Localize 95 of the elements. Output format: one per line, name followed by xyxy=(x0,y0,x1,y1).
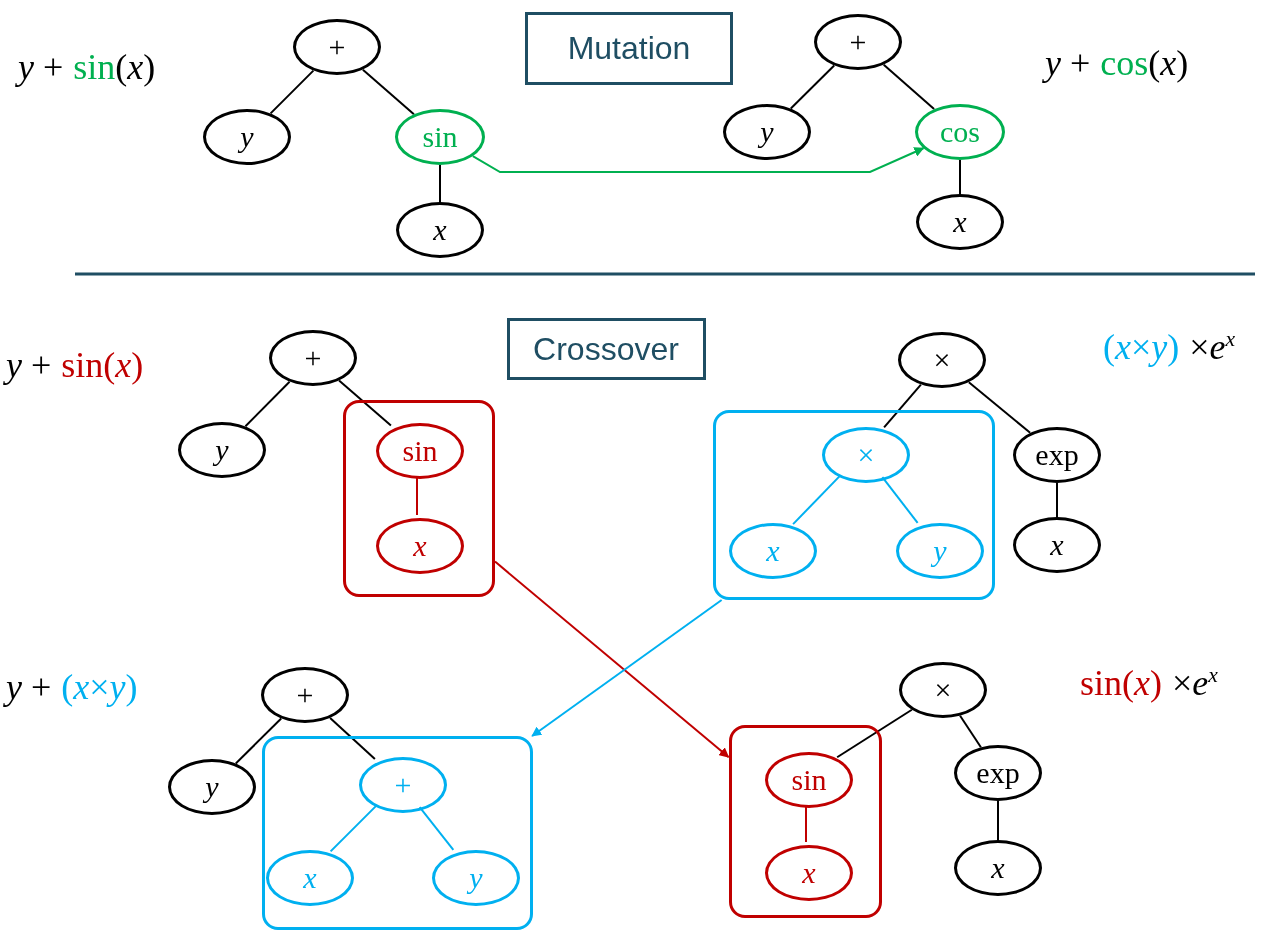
tree-branch-line xyxy=(361,68,415,116)
tree-node-ellipse xyxy=(168,759,256,815)
arrow xyxy=(494,560,730,758)
formula-text: (x×y) xyxy=(61,668,138,708)
tree-branch-line xyxy=(269,69,315,115)
formula-text: ×e$^{x}$ xyxy=(1172,664,1218,704)
node-label: exp xyxy=(976,758,1020,788)
title-box xyxy=(525,11,733,85)
tree-node-ellipse xyxy=(765,752,853,808)
tree-branch-line xyxy=(836,708,913,759)
node-label: y xyxy=(469,863,483,893)
tree-node-ellipse xyxy=(1013,517,1101,573)
node-label: × xyxy=(933,345,951,375)
tree-branch-line xyxy=(338,379,392,427)
node-label: x xyxy=(303,863,317,893)
node-label: x xyxy=(433,215,447,245)
tree-node-ellipse xyxy=(178,422,266,478)
tree-branch-line xyxy=(883,383,922,429)
tree-branch-line xyxy=(329,804,378,853)
node-label: Mutation xyxy=(567,32,691,64)
tree-branch-line xyxy=(244,380,291,428)
node-label: + xyxy=(328,32,346,62)
formula-text: cos xyxy=(1100,44,1149,84)
subtree-box xyxy=(261,736,533,930)
subtree-box xyxy=(728,724,882,918)
tree-node-ellipse xyxy=(954,840,1042,896)
tree-node-ellipse xyxy=(723,104,811,160)
node-label: + xyxy=(296,680,314,710)
formula-text: (x×y) xyxy=(1103,328,1180,368)
node-label: × xyxy=(934,675,952,705)
subtree-box xyxy=(343,399,495,597)
arrow xyxy=(471,147,925,173)
node-label: sin xyxy=(402,436,438,466)
node-label: x xyxy=(1050,530,1064,560)
node-label: Crossover xyxy=(533,333,679,365)
tree-node-ellipse xyxy=(729,523,817,579)
tree-node-ellipse xyxy=(376,423,464,479)
node-label: cos xyxy=(940,117,980,147)
tree-node-ellipse xyxy=(899,662,987,718)
tree-branch-line xyxy=(997,800,999,841)
node-label: y xyxy=(205,772,219,802)
tree-node-ellipse xyxy=(822,427,910,483)
tree-node-ellipse xyxy=(915,104,1005,160)
tree-node-ellipse xyxy=(359,757,447,813)
node-label: sin xyxy=(422,122,458,152)
node-label: × xyxy=(857,440,875,470)
node-label: + xyxy=(394,770,412,800)
node-label: x xyxy=(766,536,780,566)
tree-node-ellipse xyxy=(896,523,984,579)
node-label: sin xyxy=(791,765,827,795)
tree-branch-line xyxy=(439,164,441,203)
formula-text: sin xyxy=(73,48,116,88)
tree-node-ellipse xyxy=(814,14,902,70)
tree-node-ellipse xyxy=(269,330,357,386)
node-label: y xyxy=(240,122,254,152)
tree-node-ellipse xyxy=(203,109,291,165)
node-label: y xyxy=(933,536,947,566)
tree-node-ellipse xyxy=(1013,427,1101,483)
arrow xyxy=(531,599,723,737)
tree-branch-line xyxy=(882,63,936,111)
node-label: y xyxy=(215,435,229,465)
tree-node-ellipse xyxy=(293,19,381,75)
tree-branch-line xyxy=(792,474,841,526)
tree-node-ellipse xyxy=(266,850,354,906)
node-label: + xyxy=(304,343,322,373)
node-label: x xyxy=(991,853,1005,883)
tree-node-ellipse xyxy=(898,332,986,388)
tree-node-ellipse xyxy=(954,745,1042,801)
node-label: x xyxy=(413,531,427,561)
title-box xyxy=(506,318,706,380)
tree-node-ellipse xyxy=(261,667,349,723)
node-label: y xyxy=(760,117,774,147)
tree-node-ellipse xyxy=(432,850,520,906)
formula-text: sin(x) xyxy=(1080,664,1162,704)
tree-node-ellipse xyxy=(396,202,484,258)
tree-node-ellipse xyxy=(916,194,1004,250)
tree-node-ellipse xyxy=(765,845,853,901)
node-label: exp xyxy=(1035,440,1079,470)
node-label: x xyxy=(953,207,967,237)
tree-branch-line xyxy=(959,159,961,195)
tree-branch-line xyxy=(329,717,376,760)
formula-text: (x) xyxy=(115,48,156,88)
formula-text: (x) xyxy=(1148,44,1189,84)
tree-branch-line xyxy=(959,714,982,749)
formula-text: ×e$^{x}$ xyxy=(1189,328,1236,368)
tree-branch-line xyxy=(1056,482,1058,518)
node-label: + xyxy=(849,27,867,57)
tree-node-ellipse xyxy=(395,109,485,165)
subtree-box xyxy=(713,410,995,600)
tree-branch-line xyxy=(967,381,1032,434)
formula-text: sin(x) xyxy=(61,346,144,386)
tree-node-ellipse xyxy=(376,518,464,574)
node-label: x xyxy=(802,858,816,888)
tree-branch-line xyxy=(789,64,836,110)
tree-branch-line xyxy=(234,717,283,765)
